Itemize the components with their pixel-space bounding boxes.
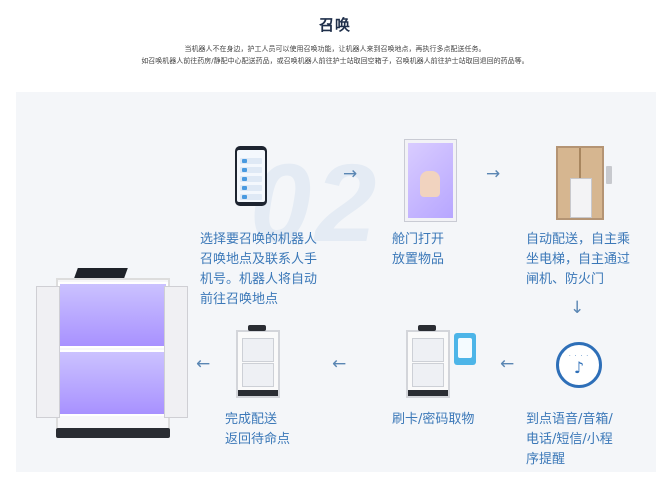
arrow-down: ↓ [570,298,585,318]
step-5-text: 刷卡/密码取物 [392,410,502,430]
arrow-left-2: ← [332,354,347,374]
pickup-robot-icon [406,325,450,398]
step-1-line-4: 前往召唤地点 [200,292,279,307]
step-4-line-3: 序提醒 [526,452,566,467]
step-2-line-1: 舱门打开 [392,232,445,247]
step-1-text: 选择要召唤的机器人 召唤地点及联系人手 机号。机器人将自动 前往召唤地点 [200,230,335,310]
description-line-1: 当机器人不在身边，护工人员可以使用召唤功能，让机器人来到召唤地点，再执行多点配送… [184,45,486,53]
step-4-text: 到点语音/音箱/ 电话/短信/小程 序提醒 [526,410,651,470]
step-2-text: 舱门打开 放置物品 [392,230,472,270]
hand-icon [420,171,440,197]
description-line-2: 如召唤机器人前往药房/静配中心配送药品，或召唤机器人前往护士站取回空箱子，召唤机… [141,57,529,65]
delivery-robot-icon [36,268,188,438]
step-2-line-2: 放置物品 [392,252,445,267]
elevator-panel-icon [606,166,612,184]
cabin-door-icon [405,140,456,221]
arrow-left-3: ← [500,354,515,374]
arrow-right-2: → [486,164,501,184]
page-title: 召唤 [318,16,351,34]
step-4-line-2: 电话/短信/小程 [526,432,613,447]
step-3-line-1: 自动配送，自主乘 [526,232,631,247]
step-3-line-2: 坐电梯，自主通过 [526,252,631,267]
step-1-line-3: 机号。机器人将自动 [200,272,318,287]
elevator-icon [556,146,604,220]
step-3-text: 自动配送，自主乘 坐电梯，自主通过 闸机、防火门 [526,230,651,290]
step-1-line-1: 选择要召唤的机器人 [200,232,318,247]
robot-in-elevator-icon [570,178,592,218]
step-6-line-2: 返回待命点 [225,432,291,447]
step-3-line-3: 闸机、防火门 [526,272,605,287]
returning-robot-icon [236,325,280,398]
step-1-line-2: 召唤地点及联系人手 [200,252,318,267]
step-6-line-1: 完成配送 [225,412,278,427]
access-card-icon [454,333,476,365]
step-4-line-1: 到点语音/音箱/ [526,412,613,427]
music-note-icon: ♪ [573,358,585,377]
arrow-left-1: ← [196,354,211,374]
phone-app-icon [235,146,267,206]
smart-speaker-icon: · · · · ♪ [556,342,602,388]
step-number-watermark: 02 [250,142,381,265]
arrow-right-1: → [343,164,358,184]
step-5-line-1: 刷卡/密码取物 [392,412,475,427]
step-6-text: 完成配送 返回待命点 [225,410,315,450]
